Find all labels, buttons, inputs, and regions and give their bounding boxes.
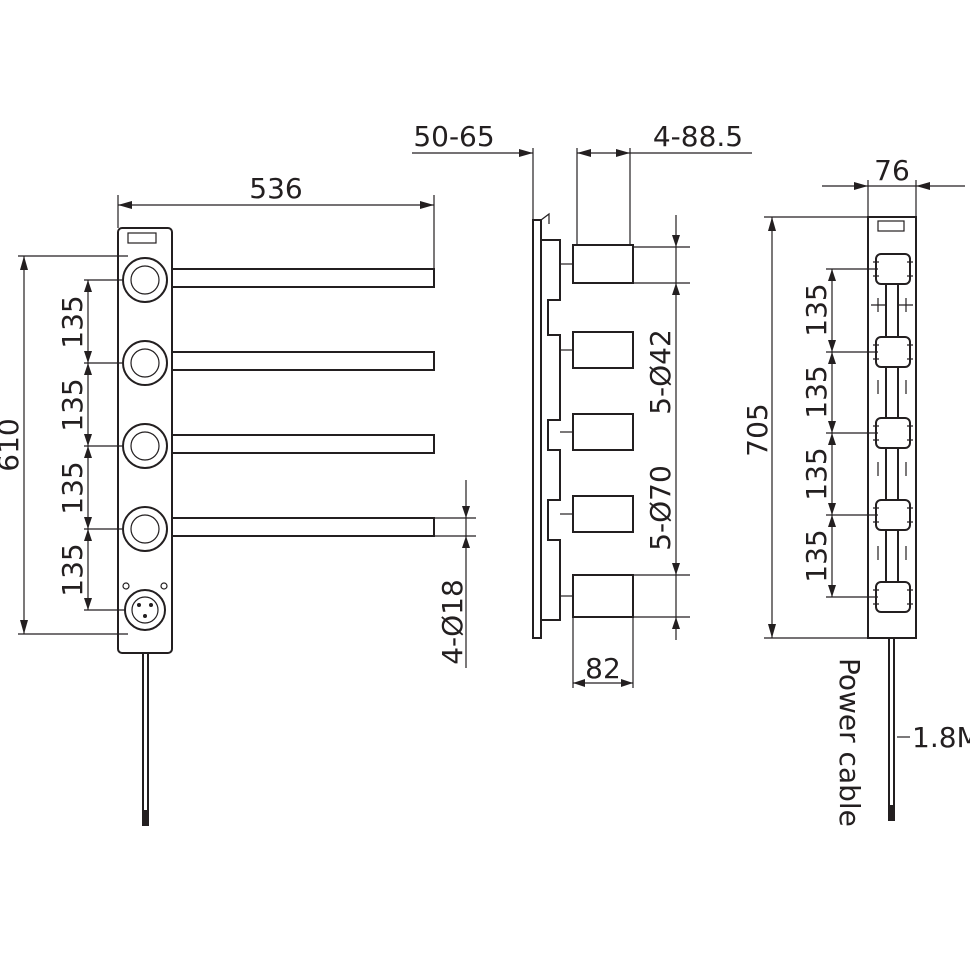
side-knob-2 (572, 331, 634, 369)
motor-block-2 (875, 336, 911, 368)
side-depth-label: 50-65 (413, 120, 494, 153)
pivot-ring-1-inner (130, 265, 160, 295)
motor-block-1 (875, 253, 911, 285)
pivot-ring-3-inner (130, 431, 160, 461)
front-spacing-label-1: 135 (56, 295, 89, 348)
rear-width-label: 76 (874, 154, 910, 187)
side-top-clip (540, 212, 550, 224)
motor-block-5 (875, 581, 911, 613)
front-label-tab (127, 232, 157, 244)
side-small-diameter-label: 5-Ø42 (644, 329, 677, 415)
rear-spacing-label-3: 135 (800, 447, 833, 500)
connector-pin-3 (143, 614, 147, 618)
arrow (420, 201, 434, 209)
pivot-ring-1 (122, 257, 168, 303)
arrow (462, 536, 470, 548)
rear-cable-length-label: 1.8M (912, 721, 970, 754)
screw-hole-right (160, 582, 168, 590)
side-knob-5 (572, 574, 634, 618)
front-cable-end (142, 810, 149, 826)
side-knob-4 (572, 495, 634, 533)
front-width-label: 536 (249, 172, 302, 205)
rear-spacing-arrows (828, 269, 836, 597)
connector-pin-1 (137, 603, 141, 607)
rear-spacing-label-4: 135 (800, 529, 833, 582)
pivot-rings (122, 257, 168, 552)
side-knobs (560, 244, 634, 618)
towel-bars (172, 268, 435, 537)
towel-bar-4 (172, 517, 435, 537)
motor-lugs (873, 261, 913, 605)
arrow (20, 256, 28, 270)
pivot-ring-2-inner (130, 348, 160, 378)
spacing-arrows (84, 280, 92, 610)
towel-bar-2 (172, 351, 435, 371)
rear-backplate (867, 216, 917, 639)
arrow (462, 506, 470, 518)
front-spacing-label-3: 135 (56, 461, 89, 514)
motor-block-4 (875, 499, 911, 531)
rear-cable-end (888, 805, 895, 821)
connector-pin-2 (149, 603, 153, 607)
side-mounting-body (541, 239, 561, 621)
towel-bar-1 (172, 268, 435, 288)
rear-label-tab (877, 220, 905, 232)
motor-block-3 (875, 417, 911, 449)
towel-bar-3 (172, 434, 435, 454)
rear-spacing-label-2: 135 (800, 365, 833, 418)
front-spacing-label-2: 135 (56, 378, 89, 431)
arrow (519, 149, 533, 157)
side-large-diameter-label: 5-Ø70 (644, 465, 677, 551)
arrows (573, 679, 633, 687)
pivot-ring-2 (122, 340, 168, 386)
arrow (118, 201, 132, 209)
pivot-ring-4-inner (130, 514, 160, 544)
rear-power-cable (888, 638, 895, 805)
power-connector (124, 589, 166, 631)
rear-spacing-label-1: 135 (800, 283, 833, 336)
side-wall-plate (532, 219, 542, 639)
mounting-crosses (871, 298, 913, 560)
side-view: 50-65 4-88.5 5-Ø42 5-Ø70 82 (412, 120, 752, 688)
rear-view: 76 705 135 135 135 135 1.8M Power cable (741, 154, 970, 827)
rear-height-label: 705 (741, 403, 774, 456)
side-projection-label: 4-88.5 (653, 120, 743, 153)
side-knob-width-label: 82 (585, 652, 621, 685)
front-spacing-label-4: 135 (56, 543, 89, 596)
side-knob-3 (572, 413, 634, 451)
power-connector-inner (131, 596, 159, 624)
pivot-ring-4 (122, 506, 168, 552)
pivot-ring-3 (122, 423, 168, 469)
front-view: 536 610 135 135 135 135 4-Ø18 (0, 172, 476, 826)
arrows (577, 149, 630, 157)
front-power-cable (142, 653, 149, 810)
front-height-label: 610 (0, 418, 25, 471)
front-backplate (117, 227, 173, 654)
bar-diameter-label: 4-Ø18 (436, 579, 469, 665)
screw-hole-left (122, 582, 130, 590)
rear-motor-blocks (871, 253, 913, 613)
side-knob-1 (572, 244, 634, 284)
arrow (20, 620, 28, 634)
rear-cable-label: Power cable (833, 658, 866, 827)
